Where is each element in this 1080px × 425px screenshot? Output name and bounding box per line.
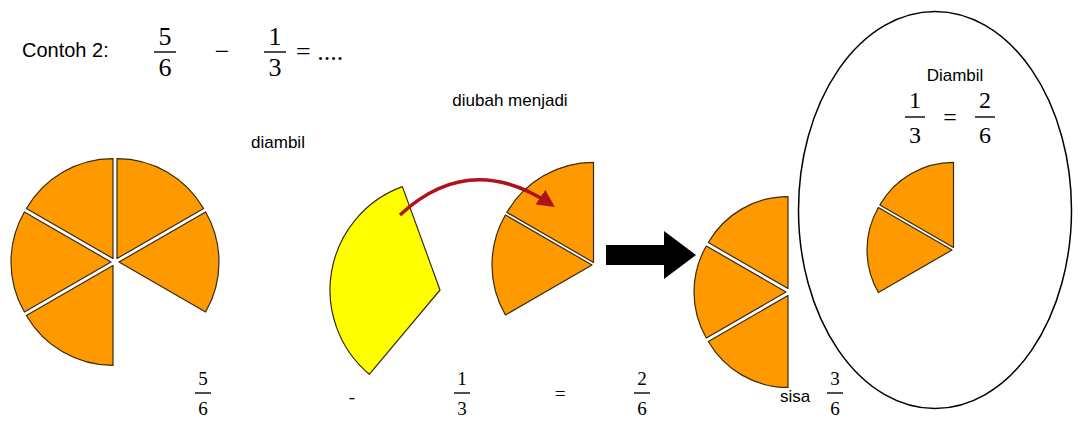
fraction-denominator: 6	[830, 399, 840, 418]
change-arrow	[400, 180, 552, 215]
ellipse-outline	[799, 12, 1072, 409]
action-label: diubah menjadi	[452, 92, 567, 109]
equals-sign: =	[943, 105, 957, 129]
fraction-bar	[195, 392, 211, 393]
action-label: diambil	[251, 134, 305, 151]
fraction-bar	[454, 392, 470, 393]
fraction-denominator: 6	[637, 399, 647, 418]
fraction-denominator: 3	[909, 123, 921, 147]
big-arrow-head	[664, 231, 696, 279]
fraction-bar	[264, 51, 286, 52]
example-title: Contoh 2:	[22, 40, 109, 60]
fraction-numerator: 5	[198, 369, 208, 388]
fraction-denominator: 6	[979, 123, 991, 147]
fraction-bar	[905, 116, 925, 117]
taken-part-ellipse: Diambil 1 3 = 2 6	[797, 10, 1073, 410]
yellow-third	[330, 187, 440, 375]
fraction-denominator: 3	[457, 399, 467, 418]
fraction-denominator: 6	[198, 399, 208, 418]
remainder-label: sisa	[780, 388, 810, 405]
orange-piece	[880, 162, 954, 247]
fraction-bar	[634, 392, 650, 393]
orange-piece	[507, 162, 594, 262]
big-arrow	[606, 231, 696, 279]
fraction-bars	[154, 52, 995, 393]
fraction-numerator: 2	[637, 369, 647, 388]
orange-piece	[708, 197, 788, 289]
fraction-bar	[154, 51, 176, 52]
orange-piece	[119, 212, 219, 312]
fraction-numerator: 5	[159, 24, 172, 50]
fraction-numerator: 3	[830, 369, 840, 388]
pie-pieces	[11, 159, 954, 388]
action-label: Diambil	[927, 67, 984, 84]
fraction-numerator: 1	[269, 24, 282, 50]
fraction-numerator: 1	[457, 369, 467, 388]
fraction-bar	[827, 392, 843, 393]
fraction-denominator: 6	[159, 55, 172, 81]
equals-blank: = ....	[296, 39, 343, 65]
minus-sign: -	[349, 387, 355, 406]
equals-sign: =	[555, 384, 566, 403]
fraction-numerator: 2	[979, 88, 991, 112]
big-arrow-shaft	[606, 245, 668, 265]
minus-sign: −	[215, 39, 230, 65]
fraction-bar	[975, 116, 995, 117]
orange-piece	[26, 159, 113, 259]
fraction-denominator: 3	[269, 55, 282, 81]
fraction-numerator: 1	[909, 88, 921, 112]
